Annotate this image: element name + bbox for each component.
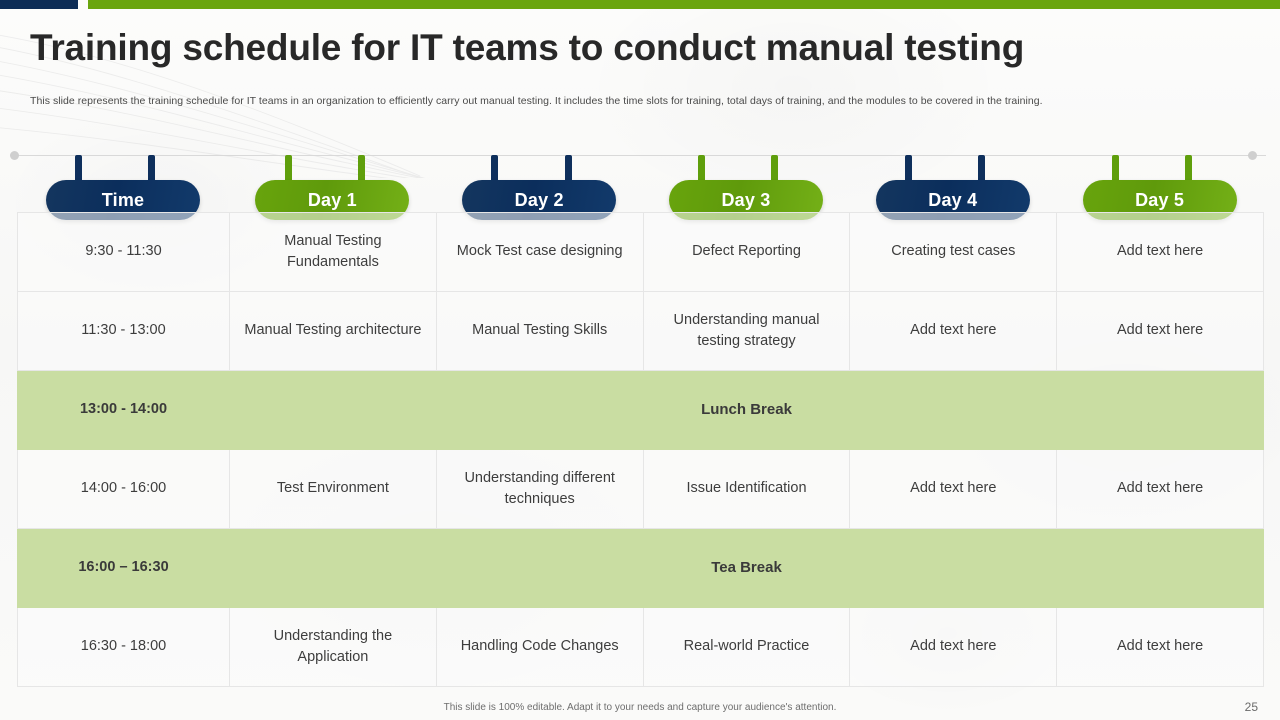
pill-hanger-stem-icon: [978, 155, 986, 187]
time-slot-cell: 16:30 - 18:00: [17, 607, 230, 687]
time-slot-cell: 11:30 - 13:00: [17, 291, 230, 371]
rail-end-dot-right: [1248, 151, 1257, 160]
time-slot-cell: 9:30 - 11:30: [17, 212, 230, 292]
pill-hanger-stem-icon: [905, 155, 913, 187]
time-slot-cell: 14:00 - 16:00: [17, 449, 230, 529]
pill-hanger-stem-icon: [1111, 155, 1119, 187]
pill-hanger-stem-icon: [491, 155, 499, 187]
session-cell: Add text here: [1056, 212, 1264, 292]
session-cell: Understanding the Application: [229, 607, 437, 687]
pill-hanger-stem-icon: [698, 155, 706, 187]
footer-note: This slide is 100% editable. Adapt it to…: [443, 702, 837, 713]
session-cell: Test Environment: [229, 449, 437, 529]
pill-hanger-stem-icon: [284, 155, 292, 187]
session-cell: Understanding different techniques: [435, 449, 644, 529]
session-cell: Manual Testing architecture: [229, 291, 437, 371]
column-header-day-1[interactable]: Day 1: [249, 155, 416, 226]
session-cell: Add text here: [1056, 291, 1264, 371]
rail-end-dot-left: [10, 151, 19, 160]
break-label-cell: Tea Break: [229, 528, 1264, 608]
session-cell: Mock Test case designing: [435, 212, 644, 292]
header-rail-line: [14, 155, 1266, 156]
session-cell: Defect Reporting: [642, 212, 851, 292]
pill-hanger-stem-icon: [771, 155, 779, 187]
pill-hanger-stem-icon: [1185, 155, 1192, 187]
pill-hanger-stem-icon: [357, 155, 365, 187]
time-slot-cell: 13:00 - 14:00: [17, 370, 230, 450]
break-label-cell: Lunch Break: [229, 370, 1264, 450]
column-header-time[interactable]: Time: [40, 155, 206, 226]
pill-hanger-stem-icon: [564, 155, 572, 187]
top-accent-bar-navy: [0, 0, 78, 9]
time-slot-cell: 16:00 – 16:30: [17, 528, 230, 608]
session-cell: Manual Testing Skills: [435, 291, 644, 371]
column-header-day-4[interactable]: Day 4: [869, 155, 1036, 226]
session-cell: Add text here: [849, 291, 1058, 371]
page-number: 25: [1244, 700, 1258, 714]
session-cell: Handling Code Changes: [435, 607, 644, 687]
column-header-day-3[interactable]: Day 3: [663, 155, 829, 226]
page-title: Training schedule for IT teams to conduc…: [30, 27, 1025, 68]
session-cell: Creating test cases: [849, 212, 1058, 292]
session-cell: Understanding manual testing strategy: [642, 291, 851, 371]
pill-hanger-stem-icon: [148, 155, 156, 187]
session-cell: Add text here: [849, 449, 1058, 529]
column-header-day-2[interactable]: Day 2: [456, 155, 623, 226]
top-accent-bar-green: [88, 0, 1280, 9]
session-cell: Manual Testing Fundamentals: [229, 212, 437, 292]
session-cell: Add text here: [1056, 449, 1264, 529]
column-header-day-5[interactable]: Day 5: [1076, 155, 1243, 226]
pill-hanger-stem-icon: [75, 155, 83, 187]
session-cell: Issue Identification: [642, 449, 851, 529]
page-subtitle: This slide represents the training sched…: [30, 95, 1043, 107]
session-cell: Add text here: [1056, 607, 1264, 687]
session-cell: Real-world Practice: [642, 607, 851, 687]
session-cell: Add text here: [849, 607, 1058, 687]
